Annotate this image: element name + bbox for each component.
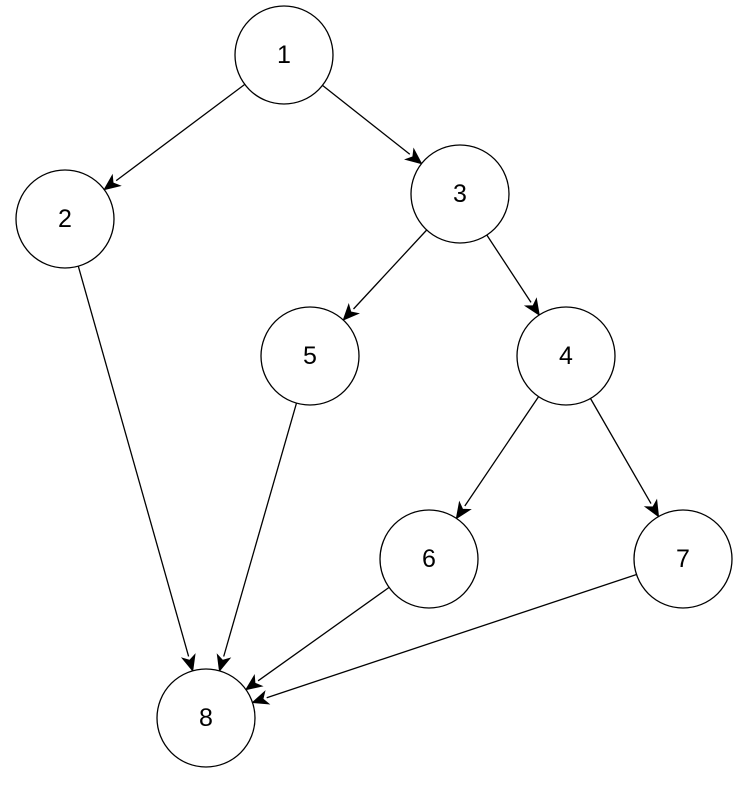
arrowhead-icon — [404, 147, 423, 165]
edge-line — [353, 229, 428, 310]
edge-line — [322, 84, 411, 155]
node-circle — [156, 668, 256, 768]
edge-5-to-8 — [216, 402, 298, 673]
edge-line — [464, 396, 540, 507]
node-3: 3 — [410, 144, 510, 244]
arrowhead-icon — [455, 500, 472, 520]
arrowhead-icon — [103, 173, 122, 191]
arrowhead-icon — [251, 690, 271, 705]
edge-4-to-6 — [455, 396, 540, 520]
node-circle — [379, 509, 479, 609]
node-8: 8 — [156, 668, 256, 768]
edge-line — [223, 402, 298, 657]
node-circle — [15, 169, 115, 269]
node-circle — [234, 5, 334, 105]
node-2: 2 — [15, 169, 115, 269]
arrowhead-icon — [523, 297, 540, 317]
node-label: 2 — [58, 205, 72, 233]
arrowhead-icon — [216, 653, 232, 673]
arrowhead-icon — [180, 653, 196, 672]
node-circle — [410, 144, 510, 244]
node-6: 6 — [379, 509, 479, 609]
edge-line — [77, 266, 190, 657]
node-label: 7 — [676, 545, 690, 573]
node-1: 1 — [234, 5, 334, 105]
edge-1-to-3 — [322, 84, 423, 165]
edge-line — [115, 83, 246, 182]
edge-line — [257, 586, 390, 682]
edge-1-to-2 — [103, 83, 246, 191]
node-label: 6 — [422, 545, 436, 573]
node-circle — [633, 509, 733, 609]
node-5: 5 — [260, 306, 360, 406]
edge-line — [486, 234, 532, 303]
edge-line — [266, 573, 637, 699]
arrowhead-icon — [244, 674, 264, 691]
node-label: 5 — [303, 342, 317, 370]
node-circle — [260, 306, 360, 406]
node-circle — [516, 306, 616, 406]
edge-3-to-4 — [486, 234, 540, 317]
node-4: 4 — [516, 306, 616, 406]
arrowhead-icon — [342, 302, 360, 321]
node-label: 1 — [277, 41, 291, 69]
node-label: 4 — [559, 342, 573, 370]
edges-layer — [77, 83, 660, 705]
nodes-layer: 1 2 3 4 5 6 7 8 — [15, 5, 733, 768]
node-7: 7 — [633, 509, 733, 609]
edge-7-to-8 — [251, 573, 637, 705]
arrowhead-icon — [643, 498, 660, 518]
edge-2-to-8 — [77, 266, 196, 672]
edge-4-to-7 — [589, 398, 660, 518]
edge-6-to-8 — [244, 586, 390, 691]
edge-line — [589, 398, 652, 504]
edge-3-to-5 — [342, 229, 428, 321]
node-label: 3 — [453, 180, 467, 208]
node-label: 8 — [199, 704, 213, 732]
